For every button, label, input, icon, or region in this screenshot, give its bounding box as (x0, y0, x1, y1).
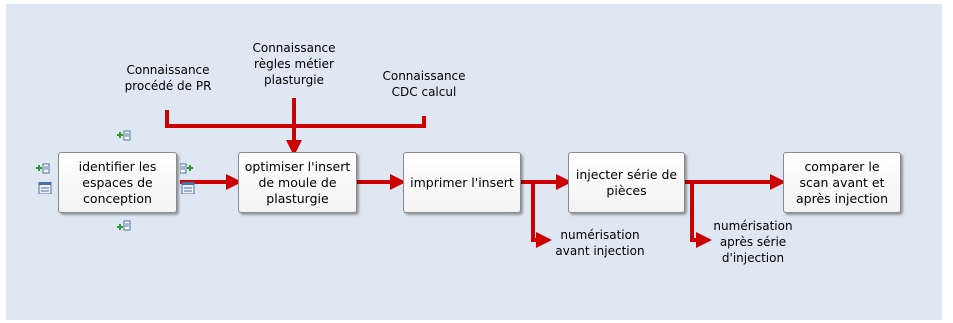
note-icon[interactable] (38, 182, 52, 194)
activity-box-imprimer[interactable]: imprimer l'insert (403, 152, 521, 213)
activity-label: imprimer l'insert (410, 174, 514, 190)
add-mechanism-icon[interactable] (117, 220, 131, 232)
activity-label: injecter série de pièces (575, 166, 678, 198)
activity-box-identifier[interactable]: identifier les espaces de conception (58, 152, 177, 213)
output-o2 (690, 182, 712, 248)
activity-label: identifier les espaces de conception (78, 158, 157, 206)
activity-box-injecter[interactable]: injecter série de pièces (568, 152, 685, 213)
output-o1 (531, 182, 552, 248)
control-k3 (293, 116, 426, 128)
activity-label: optimiser l'insert de moule de plasturgi… (244, 158, 351, 206)
activity-label: comparer le scan avant et après injectio… (795, 158, 888, 206)
note-icon[interactable] (181, 182, 195, 194)
control-label-cdc: Connaissance CDC calcul (382, 69, 466, 99)
control-label-regles: Connaissance règles métier plasturgie (252, 41, 336, 87)
add-output-icon[interactable] (180, 163, 194, 175)
output-label-apres: numérisation après série d'injection (713, 219, 793, 265)
activity-box-comparer[interactable]: comparer le scan avant et après injectio… (783, 152, 901, 213)
activity-box-optimiser[interactable]: optimiser l'insert de moule de plasturgi… (238, 152, 357, 213)
output-label-avant: numérisation avant injection (555, 228, 645, 258)
control-label-procede: Connaissance procédé de PR (124, 63, 212, 93)
add-control-icon[interactable] (117, 130, 131, 142)
add-input-icon[interactable] (36, 163, 50, 175)
control-k1 (165, 110, 293, 128)
